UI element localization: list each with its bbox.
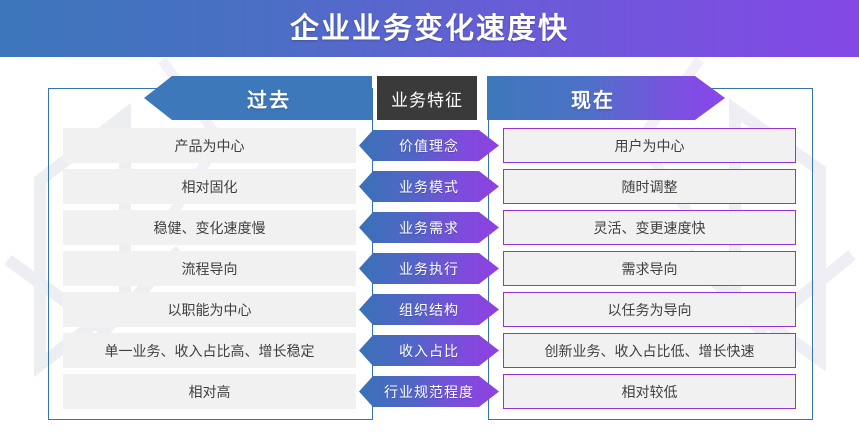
present-cell: 需求导向 [503,251,796,286]
present-cell: 随时调整 [503,169,796,204]
past-cell: 单一业务、收入占比高、增长稳定 [63,333,356,368]
present-cell: 创新业务、收入占比低、增长快速 [503,333,796,368]
feature-cell: 行业规范程度 [359,376,499,407]
past-cell: 相对固化 [63,169,356,204]
table-row: 相对高行业规范程度相对较低 [0,374,859,409]
page-title: 企业业务变化速度快 [289,11,569,45]
past-cell: 相对高 [63,374,356,409]
present-column-header-label: 现在 [571,87,615,112]
table-row: 以职能为中心组织结构以任务为导向 [0,292,859,327]
table-row: 流程导向业务执行需求导向 [0,251,859,286]
past-cell: 以职能为中心 [63,292,356,327]
table-row: 稳健、变化速度慢业务需求灵活、变更速度快 [0,210,859,245]
feature-cell: 收入占比 [359,335,499,366]
table-row: 单一业务、收入占比高、增长稳定收入占比创新业务、收入占比低、增长快速 [0,333,859,368]
present-cell: 用户为中心 [503,128,796,163]
feature-cell: 价值理念 [359,130,499,161]
past-column-header-label: 过去 [247,87,291,112]
table-row: 相对固化业务模式随时调整 [0,169,859,204]
feature-cell: 业务模式 [359,171,499,202]
present-cell: 灵活、变更速度快 [503,210,796,245]
feature-column-header: 业务特征 [377,76,477,120]
table-row: 产品为中心价值理念用户为中心 [0,128,859,163]
feature-cell: 组织结构 [359,294,499,325]
feature-cell: 业务执行 [359,253,499,284]
present-cell: 以任务为导向 [503,292,796,327]
feature-column-header-label: 业务特征 [391,90,463,111]
past-cell: 产品为中心 [63,128,356,163]
title-bar: 企业业务变化速度快 [0,0,859,57]
present-cell: 相对较低 [503,374,796,409]
past-cell: 流程导向 [63,251,356,286]
past-column-header: 过去 [144,76,372,120]
present-column-header: 现在 [487,76,725,120]
feature-cell: 业务需求 [359,212,499,243]
past-cell: 稳健、变化速度慢 [63,210,356,245]
